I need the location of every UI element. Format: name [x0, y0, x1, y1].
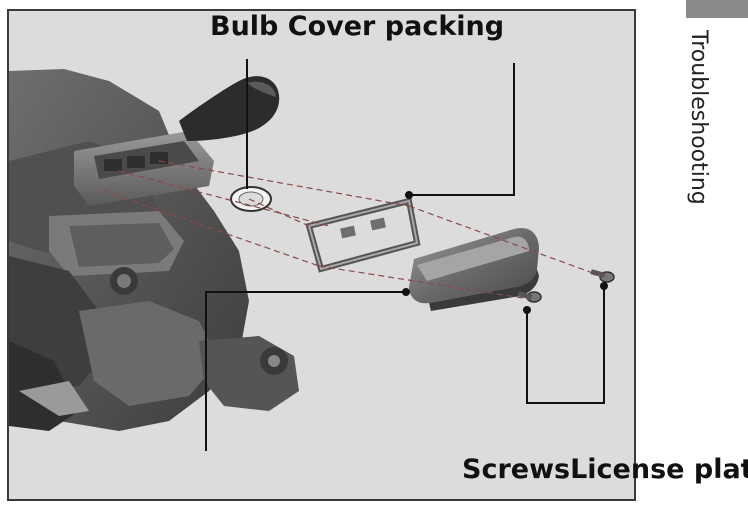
callout-leader-lines: [205, 59, 605, 451]
bulb-cover-packing-part: [230, 186, 272, 212]
screw-part-1: [517, 291, 542, 303]
exploded-view-figure: [7, 9, 636, 501]
callout-leader-dots: [402, 191, 608, 314]
motorcycle-rear-body: [9, 69, 299, 431]
screw-part-2: [590, 269, 615, 283]
license-plate-bracket-part: [305, 197, 421, 273]
assembly-alignment-lines: [103, 160, 602, 300]
section-tab-marker: [686, 0, 748, 18]
license-light-housing-part: [409, 227, 539, 311]
section-side-label: Troubleshooting: [686, 30, 711, 205]
bulb-cover-packing-label: Bulb Cover packing: [210, 11, 505, 42]
screws-license-plate-label: ScrewsLicense plate: [462, 454, 748, 485]
exploded-view-illustration: [9, 59, 615, 451]
